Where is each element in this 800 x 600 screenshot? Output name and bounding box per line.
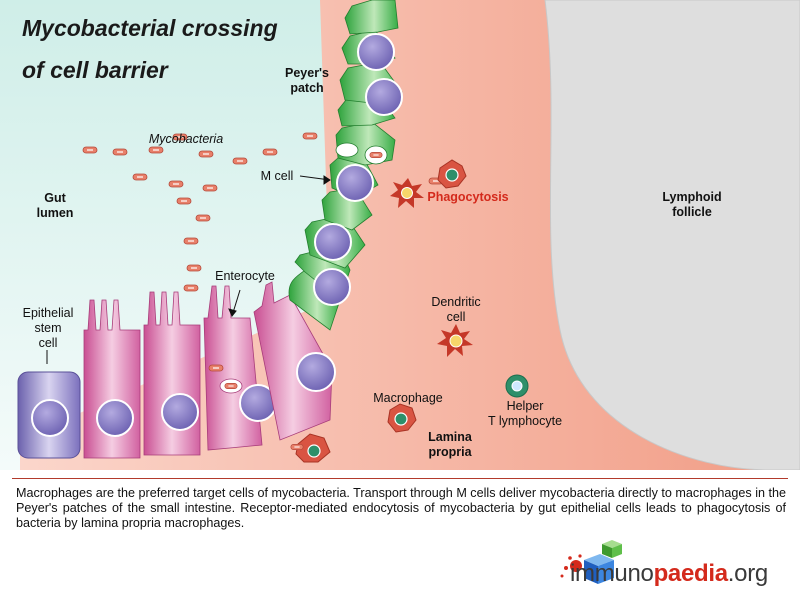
diagram-canvas (0, 0, 800, 470)
epithelial-stem-cell-label: Epithelial stem cell (22, 306, 74, 350)
lamina-propria-label: Lamina propria (428, 430, 472, 459)
immunopaedia-logo-text: immunopaedia.org (570, 560, 768, 587)
m-cell-label: M cell (260, 169, 294, 183)
caption-divider (12, 478, 788, 479)
enterocyte-layer (83, 281, 336, 459)
phagocytosis-macrophage (437, 159, 467, 189)
lymphoid-follicle-shape (544, 0, 800, 470)
mycobacteria-label: Mycobacteria (148, 132, 224, 146)
immunopaedia-cube-logo-icon (560, 540, 622, 584)
m-cell-layer (288, 0, 403, 331)
epithelial-stem-cell (17, 371, 81, 459)
gut-lumen-label: Gut lumen (36, 191, 74, 220)
dendritic-cell (437, 324, 473, 357)
helper-t-lymphocyte-label: Helper T lymphocyte (487, 399, 563, 428)
title-line-2: of cell barrier (22, 57, 168, 83)
macrophage-cell (387, 403, 417, 433)
dendritic-cell-label: Dendritic cell (431, 295, 481, 324)
peyers-patch-label: Peyer's patch (285, 66, 329, 95)
helper-t-lymphocyte-cell (505, 374, 529, 398)
macrophage-near-enterocyte (290, 433, 331, 463)
macrophage-label: Macrophage (373, 391, 443, 405)
dendritic-cell-phagocytosis (390, 178, 424, 208)
phagocytosis-label: Phagocytosis (427, 190, 509, 204)
title-line-1: Mycobacterial crossing (22, 15, 278, 41)
enterocyte-label: Enterocyte (215, 269, 275, 283)
lymphoid-follicle-label: Lymphoid follicle (662, 190, 722, 219)
pointer-arrows (46, 175, 331, 364)
figure-caption: Macrophages are the preferred target cel… (16, 486, 786, 530)
